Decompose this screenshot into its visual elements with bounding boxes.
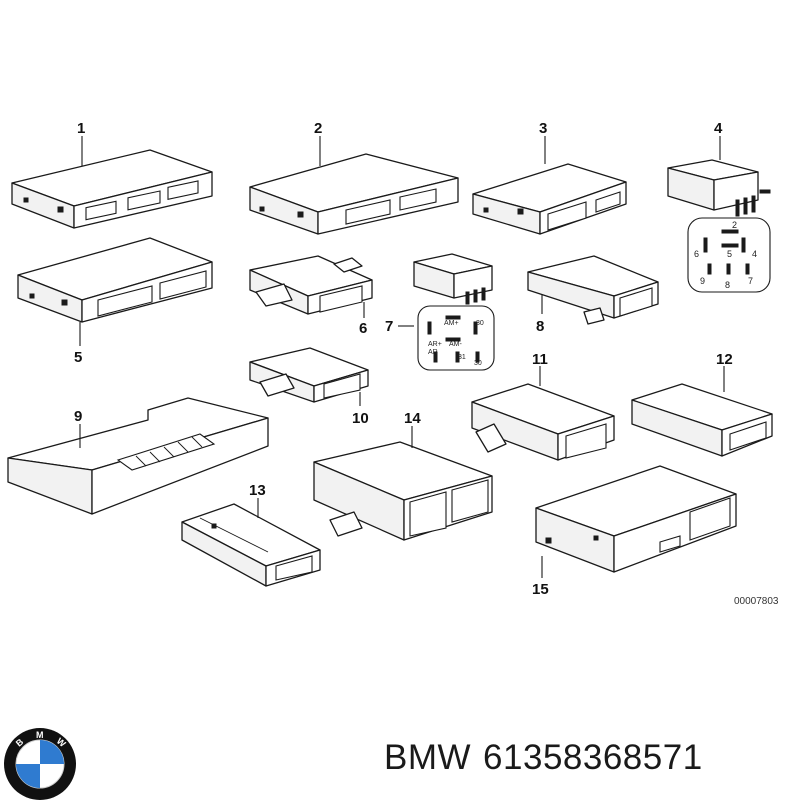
control-unit-5 <box>17 237 213 323</box>
bmw-logo: B M W <box>4 728 76 800</box>
relay-7-pin: 30 <box>474 360 482 367</box>
relay-4-pin: 6 <box>694 249 699 259</box>
callout-5: 5 <box>74 349 82 366</box>
callout-1: 1 <box>77 120 85 137</box>
control-unit-6 <box>249 255 373 315</box>
relay-7 <box>413 253 495 371</box>
control-unit-15 <box>535 465 737 573</box>
relay-7-pin: AM+ <box>444 320 459 327</box>
relay-7-pin: 31 <box>458 354 466 361</box>
brand-name: BMW <box>384 738 472 777</box>
relay-7-pin: AM- <box>449 341 463 348</box>
control-unit-9 <box>7 397 269 515</box>
callout-9: 9 <box>74 408 82 425</box>
callout-13: 13 <box>249 482 266 499</box>
relay-7-pin: AR <box>428 349 438 356</box>
callout-11: 11 <box>532 351 548 368</box>
relay-4-pin: 2 <box>732 220 737 230</box>
relay-4-pin: 7 <box>748 276 753 286</box>
relay-4-pin: 8 <box>725 280 730 290</box>
relay-4-pin: 9 <box>700 276 705 286</box>
relay-7-pin: AR+ <box>428 341 442 348</box>
callout-8: 8 <box>536 318 544 335</box>
bracket-13 <box>181 503 321 587</box>
relay-7-pin: 30 <box>476 320 484 327</box>
control-unit-8 <box>527 255 659 325</box>
callout-4: 4 <box>714 120 723 137</box>
callout-10: 10 <box>352 410 369 427</box>
control-unit-14 <box>313 441 493 541</box>
callout-2: 2 <box>314 120 322 137</box>
callout-15: 15 <box>532 581 549 598</box>
callout-7: 7 <box>385 318 393 335</box>
control-unit-12 <box>631 383 773 457</box>
control-unit-1 <box>11 149 213 229</box>
control-unit-3 <box>472 163 627 235</box>
relay-4-pin: 5 <box>727 249 732 259</box>
control-unit-10 <box>249 347 369 403</box>
part-number: 61358368571 <box>483 738 703 777</box>
control-unit-2 <box>249 153 459 235</box>
callout-14: 14 <box>404 410 421 427</box>
control-unit-11 <box>471 383 615 461</box>
reference-number: 00007803 <box>734 596 779 607</box>
brand-part-number-caption: BMW 61358368571 <box>384 738 794 788</box>
svg-text:B: B <box>14 736 26 748</box>
relay-4-pin: 4 <box>752 249 757 259</box>
callout-12: 12 <box>716 351 733 368</box>
svg-text:M: M <box>36 730 44 740</box>
relay-4 <box>667 159 771 293</box>
callout-6: 6 <box>359 320 367 337</box>
callout-3: 3 <box>539 120 547 137</box>
